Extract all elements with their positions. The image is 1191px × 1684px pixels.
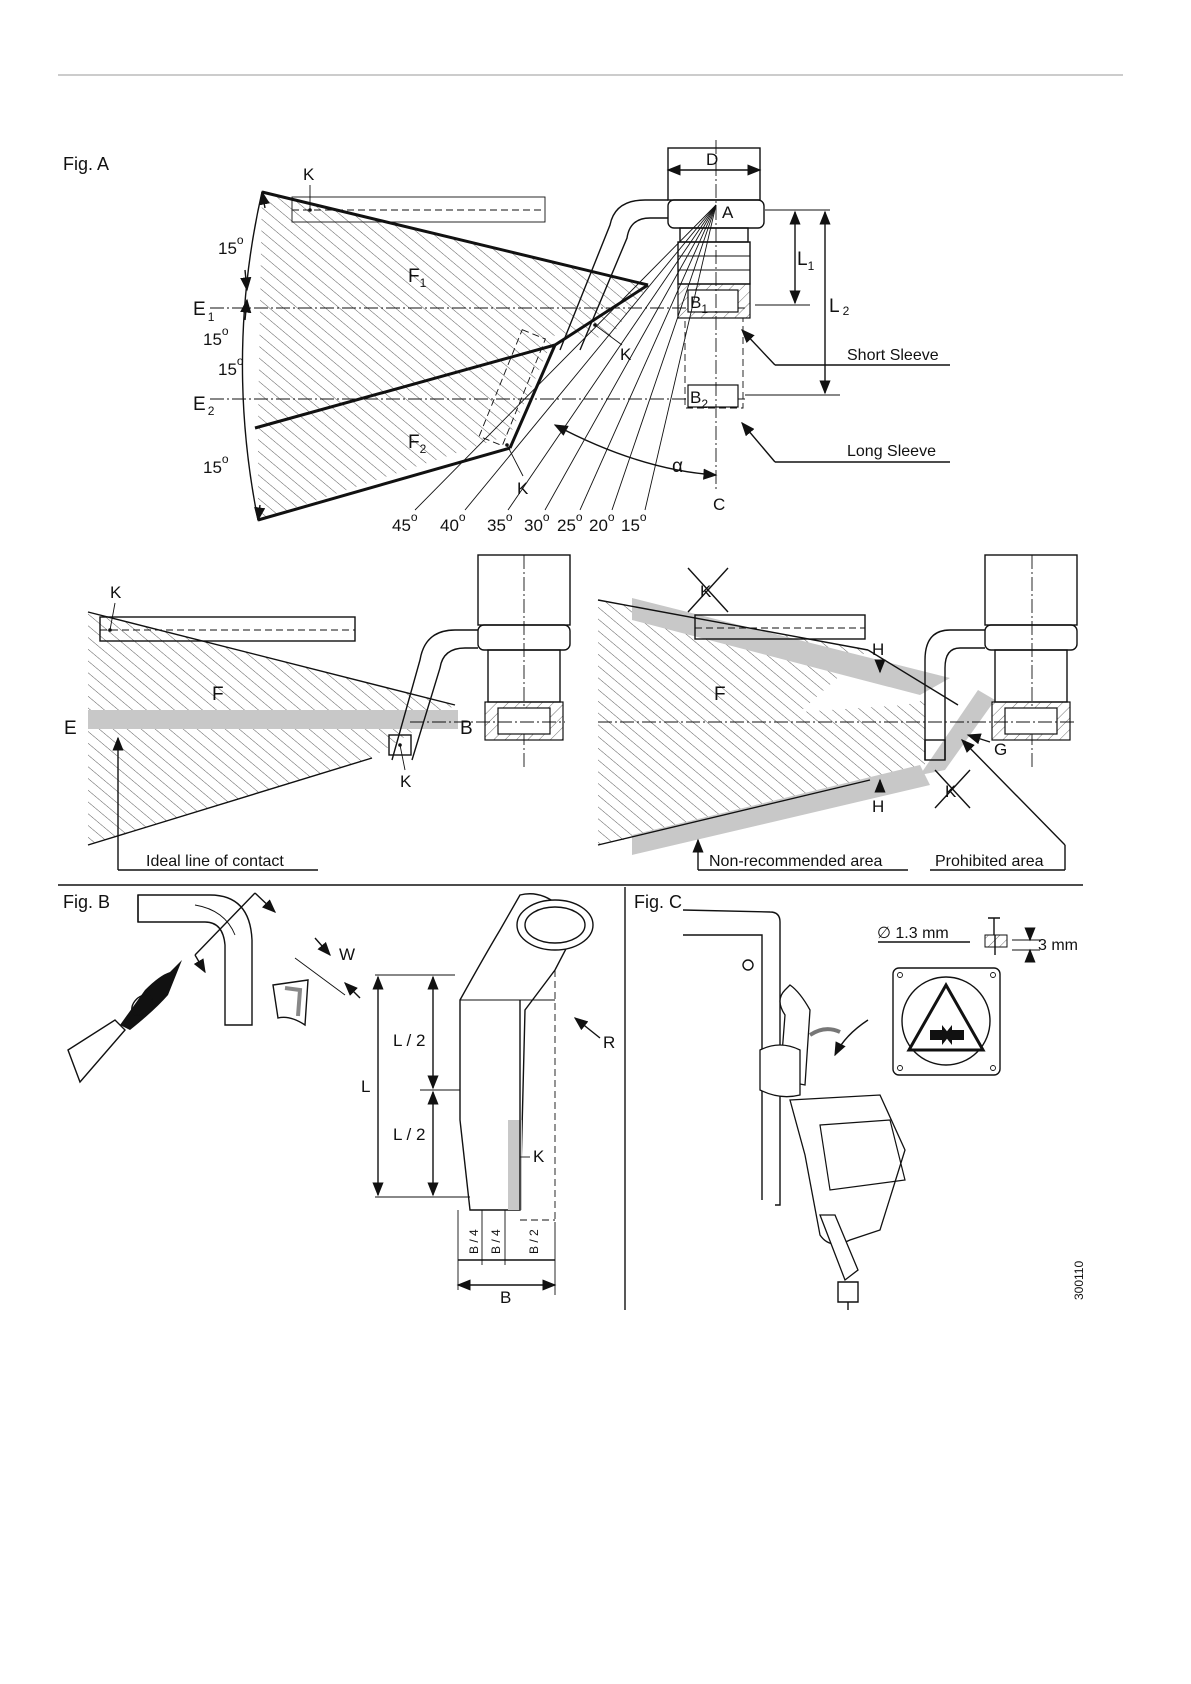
k-bottom-label: K [400,772,412,791]
diameter-label: ∅ 1.3 mm [877,925,949,942]
angle-25: 25o [557,510,583,535]
line-e-label: E [64,718,77,739]
grinder-tool [120,960,182,1030]
ideal-contact-caption: Ideal line of contact [146,853,284,870]
fig-b-title: Fig. B [63,892,110,912]
fig-b: Fig. B W L L / 2 L [63,892,615,1307]
prohibited-caption: Prohibited area [935,853,1044,870]
b-quarter-2-label: B / 4 [489,1229,503,1254]
axis-c-label: C [713,495,725,514]
k-label: K [533,1147,545,1166]
h-bottom-label: H [872,797,884,816]
b-label: B [500,1288,511,1307]
fig-a-title: Fig. A [63,154,109,174]
w-label: W [339,945,355,964]
h-top-label: H [872,640,884,659]
region-f-label: F [212,684,224,705]
short-sleeve-caption: Short Sleeve [847,347,939,364]
tool-body [790,1095,905,1244]
angle-15-4: 15o [203,452,229,477]
nonrec-caption: Non-recommended area [709,853,883,870]
tool-socket [678,242,750,284]
depth-label: 3 mm [1038,937,1078,954]
b-half-label: B / 2 [527,1229,541,1254]
dim-l1-label: L1 [797,249,815,273]
angle-20: 20o [589,510,615,535]
angle-40: 40o [440,510,466,535]
l-half-lower-label: L / 2 [393,1125,425,1144]
k-top-label: K [110,583,122,602]
point-a-label: A [722,203,734,222]
fig-a: Fig. A D [63,140,950,535]
point-g-label: G [994,740,1007,759]
fig-middle-left: Ideal line of contact K K F E B [64,555,570,870]
dim-d-label: D [706,150,718,169]
long-sleeve-caption: Long Sleeve [847,443,936,460]
b-quarter-1-label: B / 4 [467,1229,481,1254]
angle-45: 45o [392,510,418,535]
r-label: R [603,1033,615,1052]
k-label-3: K [517,479,529,498]
angle-15-2: 15o [203,324,229,349]
angle-15-1: 15o [218,233,244,258]
l-label: L [361,1077,370,1096]
k-bottom-label: K [945,782,957,801]
ideal-contact-band [88,710,458,729]
k-label-1: K [303,165,315,184]
bottom-angle-scale: 45o 40o 35o 30o 25o 20o 15o [392,510,647,535]
fig-c-title: Fig. C [634,892,682,912]
l-half-upper-label: L / 2 [393,1031,425,1050]
alpha-label: α [672,456,683,477]
k-label-2: K [620,345,632,364]
document-number: 300110 [1072,1261,1086,1300]
angle-15-3: 15o [218,354,244,379]
fig-middle-right: K K H H G F Non-recommended area Prohibi… [598,555,1077,870]
point-b-label: B [460,718,473,739]
fig-c: Fig. C ∅ 1.3 mm 3 [634,892,1086,1310]
angle-35: 35o [487,510,513,535]
k-top-label: K [700,582,712,601]
region-f-label: F [714,684,726,705]
angle-15-bottom: 15o [621,510,647,535]
angle-30: 30o [524,510,550,535]
